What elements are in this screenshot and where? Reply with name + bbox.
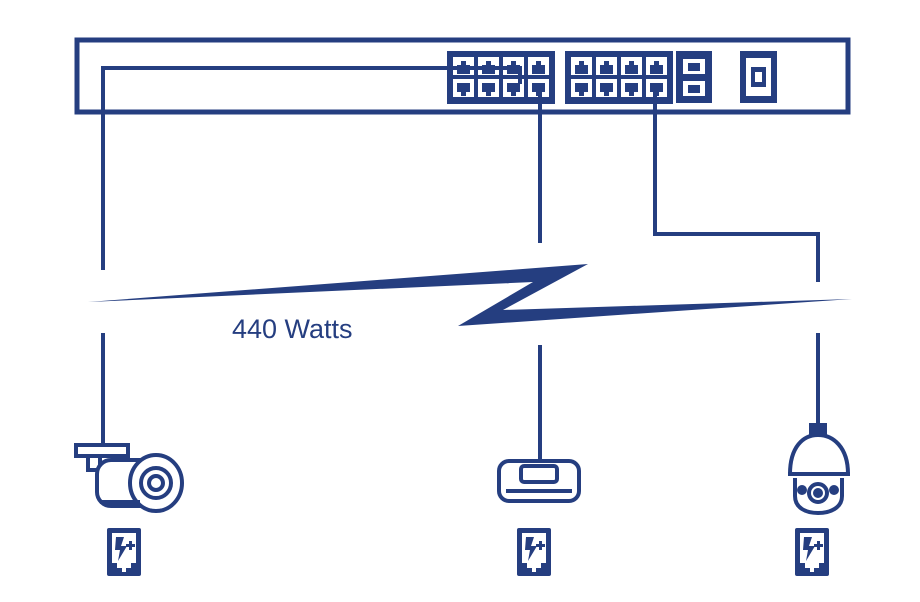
rj45-jack-shape — [507, 83, 520, 96]
switch-port-panel — [447, 51, 673, 104]
badge-bolt-icon — [115, 537, 127, 561]
badge-plus-icon — [536, 541, 545, 550]
switch-chassis — [74, 37, 851, 115]
access-point-icon — [497, 459, 581, 503]
badge-bolt-icon — [803, 537, 815, 561]
rj45-jack-shape — [625, 61, 638, 74]
poe-plus-icon — [795, 528, 829, 576]
lightning-bolt-icon — [88, 264, 852, 326]
rj45-jack-shape — [575, 61, 588, 74]
sfp-slot — [740, 51, 777, 103]
cables — [101, 66, 820, 460]
badge-bolt-icon — [525, 537, 537, 561]
poe-plus-icon — [517, 528, 551, 576]
rj45-jack-shape — [482, 83, 495, 96]
badge-plus-icon — [814, 541, 823, 550]
uplink-ports — [676, 51, 712, 103]
bullet-camera-icon — [74, 443, 184, 513]
poe-plus-icon — [107, 528, 141, 576]
rj45-jack-shape — [600, 83, 613, 96]
rj45-jack-shape — [600, 61, 613, 74]
rj45-jack-shape — [457, 83, 470, 96]
ptz-dome-camera-icon — [787, 423, 851, 516]
cable-camera — [101, 66, 522, 270]
badge-plus-icon — [126, 541, 135, 550]
poe-switch — [74, 37, 851, 115]
power-budget-label: 440 Watts — [232, 314, 353, 344]
cable-ptz — [653, 88, 820, 282]
rj45-jack-shape — [650, 61, 663, 74]
rj45-jack-shape — [625, 83, 638, 96]
rj45-jack-shape — [575, 83, 588, 96]
rj45-jack-shape — [532, 61, 545, 74]
